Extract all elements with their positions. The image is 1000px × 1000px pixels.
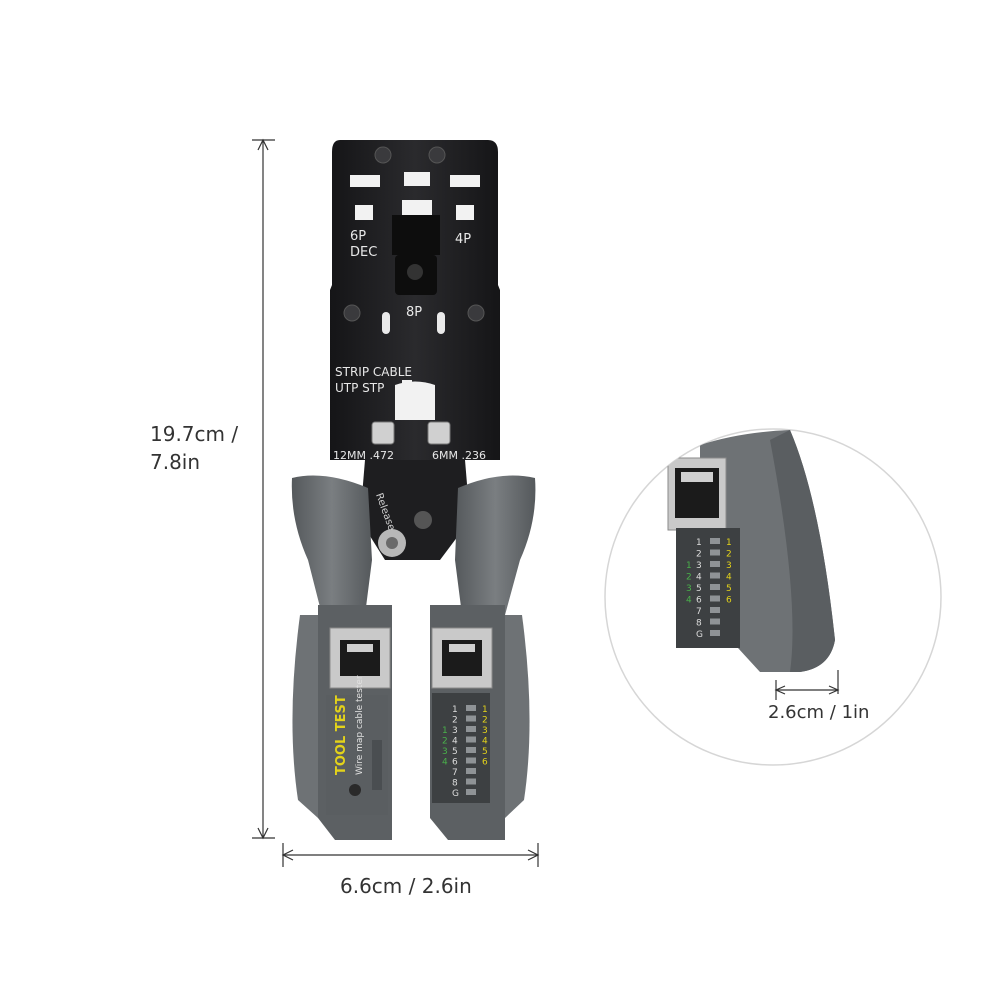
led-indicator <box>710 538 720 544</box>
pair-number: 2 <box>686 573 692 583</box>
lit-number: 5 <box>726 584 732 594</box>
led-indicator <box>466 789 476 795</box>
height-cm-text: 19.7cm / <box>150 422 239 446</box>
led-number: 1 <box>696 538 702 548</box>
led-indicator <box>710 595 720 602</box>
strip-cable-label: STRIP CABLE <box>335 365 412 379</box>
led-indicator <box>710 561 720 567</box>
detail-dimension-label: 2.6cm / 1in <box>768 702 870 723</box>
pair-number: 4 <box>686 596 692 606</box>
led-number: 8 <box>452 779 458 789</box>
led-indicator <box>466 726 476 732</box>
lit-number: 2 <box>482 716 488 726</box>
lit-number: 3 <box>726 561 732 571</box>
die-4p-label: 4P <box>455 232 471 247</box>
lit-number: 2 <box>726 550 732 560</box>
led-indicator <box>710 630 720 636</box>
size-6mm-label: 6MM .236 <box>432 449 486 462</box>
lit-number: 1 <box>726 538 732 548</box>
led-indicator <box>710 607 720 613</box>
led-number: G <box>696 630 703 640</box>
led-number: 6 <box>696 596 702 606</box>
led-number: 5 <box>696 584 702 594</box>
detail-dimension-line <box>774 670 840 700</box>
led-indicator <box>466 778 476 785</box>
led-indicator <box>466 747 476 753</box>
led-number: 1 <box>452 705 458 715</box>
height-dimension-line <box>252 138 275 840</box>
led-number: 5 <box>452 747 458 757</box>
width-dimension-label: 6.6cm / 2.6in <box>340 874 472 898</box>
lit-number: 6 <box>726 596 732 606</box>
led-number: 7 <box>696 607 702 617</box>
size-12mm-label: 12MM .472 <box>333 449 394 462</box>
height-dimension-label: 19.7cm / 7.8in <box>150 420 238 476</box>
pivot-area: Release <box>360 460 470 560</box>
pair-number: 3 <box>686 584 692 594</box>
die-8p-label: 8P <box>406 305 422 320</box>
brand-label: TOOL TEST <box>334 695 349 775</box>
lit-number: 1 <box>482 705 488 715</box>
lit-number: 4 <box>726 573 732 583</box>
led-number: 6 <box>452 758 458 768</box>
led-number: 4 <box>696 573 702 583</box>
led-indicator <box>710 549 720 556</box>
lit-number: 3 <box>482 726 488 736</box>
left-handle: TOOL TEST Wire map cable tester <box>291 475 392 840</box>
die-6p-label: 6P <box>350 229 366 244</box>
led-indicator <box>466 705 476 711</box>
led-number: 8 <box>696 619 702 629</box>
led-number: 4 <box>452 737 458 747</box>
lit-number: 5 <box>482 747 488 757</box>
crimper-head: 6P DEC 4P 8P STRIP CABLE UTP STP 12MM .4… <box>330 140 500 462</box>
test-button[interactable] <box>349 784 361 796</box>
led-indicator <box>466 768 476 774</box>
led-number: 2 <box>696 550 702 560</box>
pair-number: 1 <box>442 726 448 736</box>
led-number: 7 <box>452 768 458 778</box>
utp-stp-label: UTP STP <box>335 381 384 395</box>
led-indicator <box>466 736 476 743</box>
led-indicator <box>710 584 720 590</box>
tester-caption: Wire map cable tester <box>355 675 365 775</box>
width-dimension-line <box>281 843 540 867</box>
lit-number: 6 <box>482 758 488 768</box>
die-dec-label: DEC <box>350 245 377 260</box>
led-indicator <box>466 715 476 722</box>
led-number: 3 <box>452 726 458 736</box>
led-indicator <box>710 618 720 625</box>
led-number: 2 <box>452 716 458 726</box>
led-number: G <box>452 789 459 799</box>
height-in-text: 7.8in <box>150 450 201 474</box>
led-number: 3 <box>696 561 702 571</box>
pair-number: 1 <box>686 561 692 571</box>
pair-number: 2 <box>442 737 448 747</box>
pair-number: 3 <box>442 747 448 757</box>
lit-number: 4 <box>482 737 488 747</box>
pair-number: 4 <box>442 758 448 768</box>
led-indicator <box>710 572 720 579</box>
led-indicator <box>466 757 476 764</box>
